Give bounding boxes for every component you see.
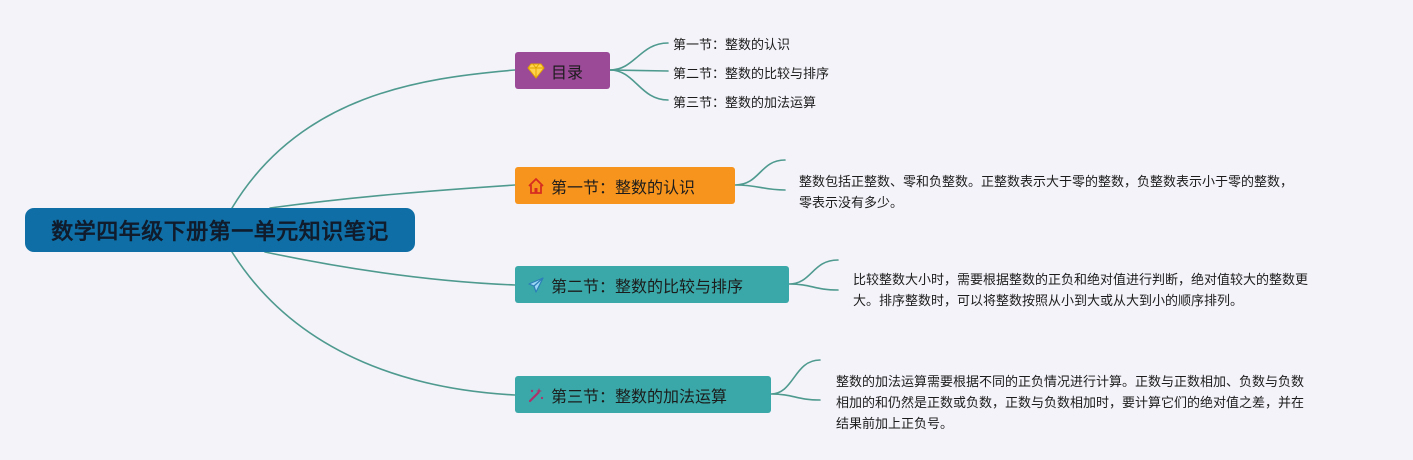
- connector-catalog-item-2: [609, 69, 669, 72]
- branch-section-3[interactable]: 第三节：整数的加法运算: [515, 376, 771, 413]
- diamond-icon: [526, 61, 546, 81]
- section-1-description[interactable]: 整数包括正整数、零和负整数。正整数表示大于零的整数，负整数表示小于零的整数，零表…: [799, 175, 1294, 211]
- branch-section-1-label: 第一节：整数的认识: [551, 177, 696, 197]
- catalog-item-3[interactable]: 第三节：整数的加法运算: [673, 96, 817, 111]
- paper-plane-icon: [526, 275, 546, 295]
- connector-catalog-item-1: [609, 42, 669, 71]
- connector-sec1-desc: [734, 159, 786, 191]
- branch-section-3-label: 第三节：整数的加法运算: [551, 386, 728, 406]
- branch-section-1[interactable]: 第一节：整数的认识: [515, 167, 735, 204]
- connector-root-sec2: [264, 251, 516, 286]
- branch-section-2[interactable]: 第二节：整数的比较与排序: [515, 266, 789, 303]
- connector-root-sec3: [231, 251, 516, 396]
- connector-sec2-desc: [788, 259, 839, 291]
- root-title: 数学四年级下册第一单元知识笔记: [51, 220, 389, 245]
- branch-catalog-label: 目录: [551, 62, 584, 82]
- section-2-description[interactable]: 比较整数大小时，需要根据整数的正负和绝对值进行判断，绝对值较大的整数更大。排序整…: [853, 273, 1309, 309]
- branch-section-2-label: 第二节：整数的比较与排序: [551, 276, 744, 296]
- connector-catalog-item-3: [609, 69, 669, 101]
- connector-root-sec1: [269, 184, 516, 209]
- magic-wand-icon: [526, 385, 546, 405]
- branch-catalog[interactable]: 目录: [515, 52, 610, 89]
- section-3-description[interactable]: 整数的加法运算需要根据不同的正负情况进行计算。正数与正数相加、负数与负数相加的和…: [836, 375, 1305, 432]
- root-topic[interactable]: 数学四年级下册第一单元知识笔记: [25, 208, 415, 252]
- catalog-item-1[interactable]: 第一节：整数的认识: [673, 38, 791, 53]
- catalog-item-2[interactable]: 第二节：整数的比较与排序: [673, 67, 830, 82]
- connector-root-catalog: [231, 69, 516, 209]
- house-icon: [526, 176, 546, 196]
- connector-sec3-desc: [770, 359, 821, 401]
